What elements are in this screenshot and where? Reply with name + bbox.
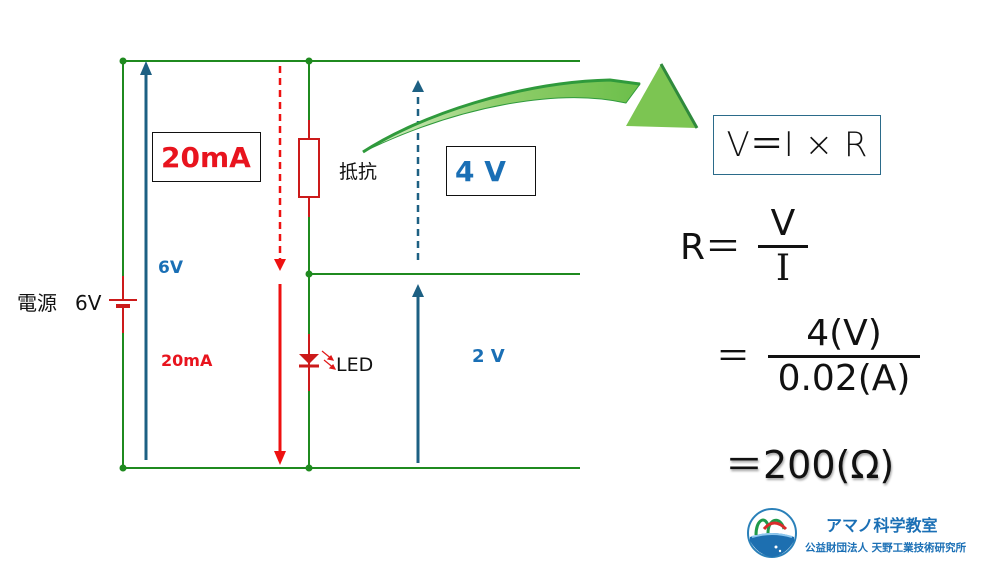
resistor-icon bbox=[298, 120, 320, 217]
logo-title: アマノ科学教室 bbox=[826, 516, 938, 535]
r-fraction-denominator: I bbox=[775, 248, 791, 289]
fraction-bar bbox=[758, 245, 808, 248]
voltage-arrow-led bbox=[412, 284, 424, 463]
power-source-label: 電源 bbox=[17, 291, 57, 315]
power-voltage-label: 6V bbox=[75, 291, 102, 315]
junction-dot bbox=[305, 57, 313, 65]
resistor-label: 抵抗 bbox=[339, 161, 378, 183]
led-voltage-label: 2 V bbox=[472, 346, 505, 367]
voltage-arrow-resistor bbox=[412, 80, 424, 260]
r-fraction: V I bbox=[758, 206, 808, 287]
junction-dot bbox=[119, 464, 127, 472]
led-icon bbox=[299, 334, 337, 391]
eq3-result: ＝200(Ω) bbox=[725, 443, 895, 487]
eq2-fraction: 4(V) 0.02(A) bbox=[764, 316, 924, 397]
wires bbox=[122, 60, 580, 469]
junction-dot bbox=[305, 464, 313, 472]
resistor-voltage-value: 4 V bbox=[455, 154, 506, 188]
current-arrow-solid bbox=[274, 284, 286, 465]
total-voltage-label: 6V bbox=[158, 258, 183, 278]
junctions bbox=[119, 57, 313, 472]
fraction-bar bbox=[768, 355, 920, 358]
eq2-prefix: ＝ bbox=[716, 337, 750, 377]
current-arrow-dashed bbox=[274, 66, 286, 271]
eq2-denominator: 0.02(A) bbox=[777, 358, 911, 399]
voltage-arrow-total bbox=[140, 61, 152, 460]
battery-icon bbox=[109, 276, 137, 333]
resistor-voltage-box: 4 V bbox=[446, 146, 536, 196]
junction-dot bbox=[305, 270, 313, 278]
ohms-law-formula: V＝I × R bbox=[726, 125, 868, 165]
current-value-box: 20mA bbox=[152, 132, 261, 182]
logo-icon bbox=[747, 508, 797, 558]
logo-subtitle: 公益財団法人 天野工業技術研究所 bbox=[805, 542, 967, 554]
ohms-law-box: V＝I × R bbox=[713, 115, 881, 175]
current-value: 20mA bbox=[161, 140, 251, 174]
r-equation-lhs: R＝ bbox=[680, 227, 742, 268]
callout-arrow-icon bbox=[362, 63, 699, 154]
current-label: 20mA bbox=[161, 351, 213, 370]
r-fraction-numerator: V bbox=[770, 203, 796, 244]
eq2-numerator: 4(V) bbox=[806, 313, 882, 354]
led-label: LED bbox=[336, 354, 374, 376]
junction-dot bbox=[119, 57, 127, 65]
